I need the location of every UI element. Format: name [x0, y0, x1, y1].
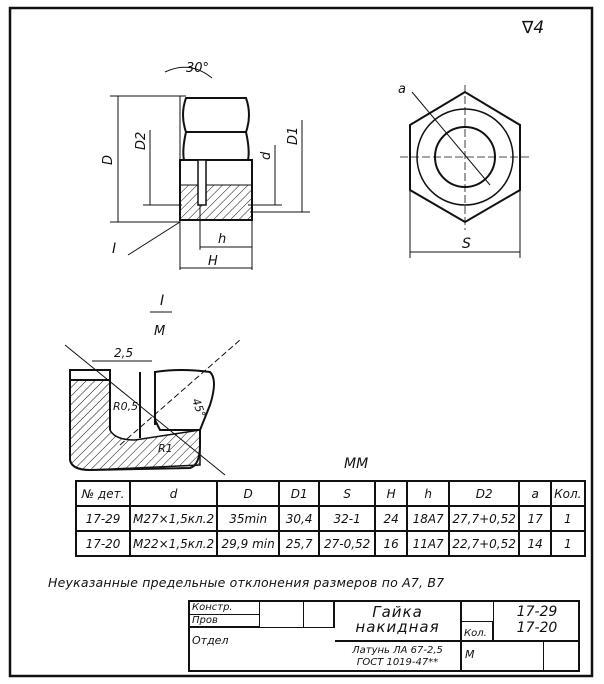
- prov-label: Пров: [190, 615, 260, 628]
- col-header: d: [128, 480, 219, 507]
- cell: 17: [518, 505, 553, 532]
- cell: 17-29: [75, 505, 131, 532]
- tolerance-note: Неуказанные предельные отклонения размер…: [48, 575, 445, 590]
- cell: 29,9 min: [216, 530, 281, 557]
- part-numbers: 17-29 17-20: [494, 604, 580, 636]
- dimensions-table: № дет. d D D1 S H h D2 a Кол. 17-29 M27×…: [75, 480, 586, 557]
- cell: 16: [374, 530, 409, 557]
- otdel-label: Отдел: [192, 634, 229, 647]
- dim-2-5: 2,5: [114, 346, 133, 360]
- front-view: 30° D D2 d D1 h H I: [101, 61, 310, 270]
- cell: 1: [550, 505, 586, 532]
- col-header: D1: [278, 480, 321, 507]
- col-header: № дет.: [75, 480, 131, 507]
- material-line2: ГОСТ 1019-47**: [356, 657, 439, 668]
- konstr-label: Констр.: [190, 602, 260, 615]
- dim-r1: R1: [158, 442, 173, 455]
- part-name: Гайка накидная: [335, 602, 462, 642]
- kol-label: Кол.: [462, 622, 494, 642]
- col-header: a: [518, 480, 553, 507]
- dim-r0-5: R0,5: [113, 400, 138, 413]
- cell: 17-20: [75, 530, 131, 557]
- dim-d: d: [259, 151, 274, 160]
- part-number-2: 17-20: [516, 620, 558, 636]
- col-header: h: [406, 480, 451, 507]
- col-header: S: [318, 480, 377, 507]
- cell: 24: [374, 505, 409, 532]
- col-header: Кол.: [550, 480, 586, 507]
- cell: 27-0,52: [318, 530, 377, 557]
- dim-D1: D1: [286, 127, 301, 145]
- table-header-row: № дет. d D D1 S H h D2 a Кол.: [75, 480, 586, 507]
- dim-S: S: [462, 236, 471, 252]
- cell: 22,7+0,52: [448, 530, 521, 557]
- cell: 11A7: [406, 530, 451, 557]
- cell: M22×1,5кл.2: [128, 530, 219, 557]
- cell: 14: [518, 530, 553, 557]
- dim-h: h: [218, 232, 226, 247]
- units-label: MM: [344, 456, 368, 472]
- col-header: H: [374, 480, 409, 507]
- detail-view: I M 2,5 R0,5 R1 45°: [64, 293, 241, 476]
- cell: M27×1,5кл.2: [128, 505, 219, 532]
- dim-45: 45°: [189, 397, 208, 420]
- cell: 30,4: [278, 505, 321, 532]
- table-row: 17-29 M27×1,5кл.2 35min 30,4 32-1 24 18A…: [75, 505, 586, 532]
- title-block: Констр. Пров Отдел Гайка накидная Кол. 1…: [188, 600, 580, 672]
- col-header: D2: [448, 480, 521, 507]
- surface-finish-mark: ∇4: [521, 18, 544, 38]
- cell: 27,7+0,52: [448, 505, 521, 532]
- dim-H: H: [208, 254, 218, 269]
- section-mark: I: [112, 241, 116, 257]
- part-name-line2: накидная: [355, 618, 440, 636]
- detail-scale: M: [154, 324, 165, 339]
- detail-title: I: [160, 293, 164, 309]
- cell: 32-1: [318, 505, 377, 532]
- col-header: D: [216, 480, 281, 507]
- cell: 35min: [216, 505, 281, 532]
- scale-label: М: [462, 642, 544, 672]
- material: Латунь ЛА 67-2,5 ГОСТ 1019-47**: [335, 642, 462, 672]
- part-name-line1: Гайка: [372, 603, 423, 621]
- table-row: 17-20 M22×1,5кл.2 29,9 min 25,7 27-0,52 …: [75, 530, 586, 557]
- dim-D: D: [101, 155, 116, 165]
- dim-D2: D2: [134, 132, 149, 150]
- cell: 25,7: [278, 530, 321, 557]
- cell: 18A7: [406, 505, 451, 532]
- side-view: a S: [398, 82, 530, 258]
- angle-label: 30°: [186, 61, 209, 76]
- part-number-1: 17-29: [516, 604, 558, 620]
- dim-a: a: [398, 82, 406, 97]
- sheet-frame: [8, 6, 594, 678]
- material-line1: Латунь ЛА 67-2,5: [352, 645, 443, 656]
- cell: 1: [550, 530, 586, 557]
